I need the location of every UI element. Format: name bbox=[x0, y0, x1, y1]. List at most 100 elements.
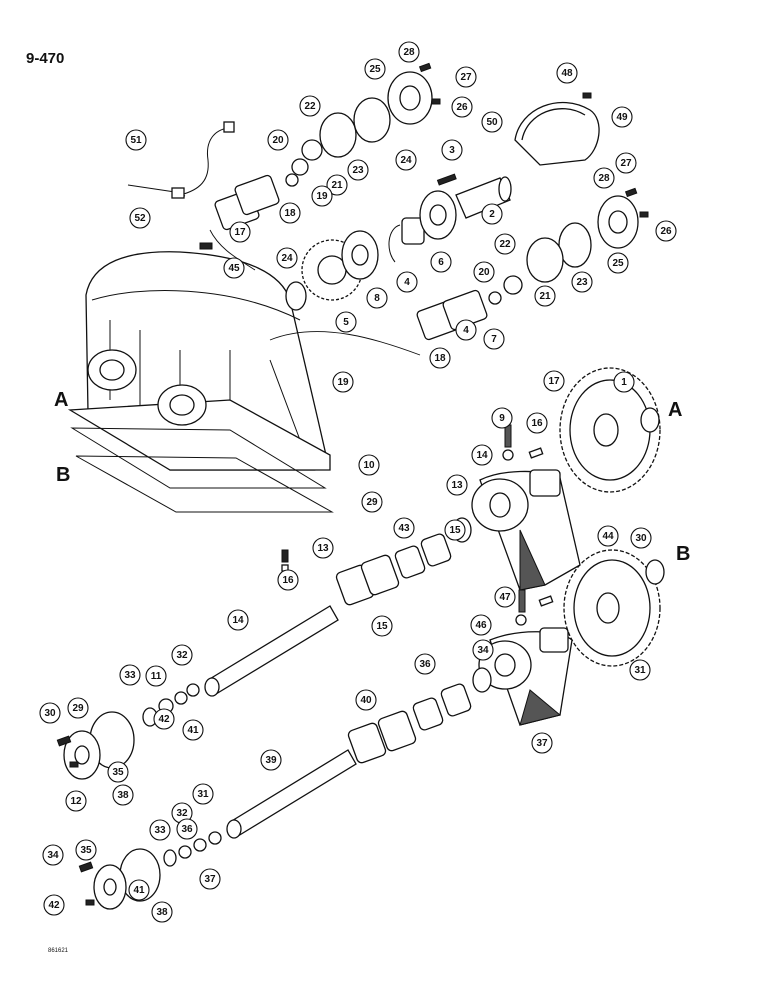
svg-text:28: 28 bbox=[598, 173, 610, 184]
callout-31: 31 bbox=[629, 659, 651, 681]
gear-11 bbox=[563, 549, 661, 667]
svg-text:11: 11 bbox=[151, 671, 162, 682]
svg-text:37: 37 bbox=[204, 874, 216, 885]
callout-39: 39 bbox=[260, 749, 282, 771]
svg-text:8: 8 bbox=[374, 293, 380, 304]
housing bbox=[67, 251, 331, 471]
callout-18: 18 bbox=[429, 347, 451, 369]
svg-text:13: 13 bbox=[451, 480, 463, 491]
svg-text:35: 35 bbox=[112, 767, 124, 778]
callout-24: 24 bbox=[395, 149, 417, 171]
callout-37: 37 bbox=[531, 732, 553, 754]
svg-text:26: 26 bbox=[660, 226, 672, 237]
svg-text:17: 17 bbox=[234, 227, 246, 238]
svg-text:32: 32 bbox=[176, 650, 188, 661]
callout-33: 33 bbox=[149, 819, 171, 841]
callout-52: 52 bbox=[129, 207, 151, 229]
svg-text:30: 30 bbox=[44, 708, 56, 719]
gear-9 bbox=[559, 367, 661, 493]
callout-22: 22 bbox=[299, 95, 321, 117]
callout-4: 4 bbox=[396, 271, 418, 293]
callout-37: 37 bbox=[199, 868, 221, 890]
svg-text:14: 14 bbox=[232, 615, 244, 626]
callout-layer: 2827252648495022242320215131918272817226… bbox=[39, 41, 677, 923]
svg-text:43: 43 bbox=[398, 523, 410, 534]
page-number: 9-470 bbox=[26, 50, 65, 67]
callout-17: 17 bbox=[229, 221, 251, 243]
callout-19: 19 bbox=[311, 185, 333, 207]
callout-23: 23 bbox=[347, 159, 369, 181]
callout-33: 33 bbox=[119, 664, 141, 686]
callout-45: 45 bbox=[223, 257, 245, 279]
svg-text:45: 45 bbox=[228, 263, 240, 274]
svg-text:18: 18 bbox=[434, 353, 446, 364]
callout-38: 38 bbox=[151, 901, 173, 923]
callout-44: 44 bbox=[597, 525, 619, 547]
svg-text:38: 38 bbox=[117, 790, 129, 801]
callout-35: 35 bbox=[107, 761, 129, 783]
svg-text:27: 27 bbox=[620, 158, 632, 169]
svg-text:41: 41 bbox=[133, 885, 145, 896]
callout-38: 38 bbox=[112, 784, 134, 806]
callout-41: 41 bbox=[182, 719, 204, 741]
callout-26: 26 bbox=[655, 220, 677, 242]
callout-43: 43 bbox=[393, 517, 415, 539]
callout-15: 15 bbox=[371, 615, 393, 637]
callout-15: 15 bbox=[444, 519, 466, 541]
svg-text:25: 25 bbox=[612, 258, 624, 269]
svg-text:29: 29 bbox=[72, 703, 84, 714]
callout-4: 4 bbox=[455, 319, 477, 341]
svg-text:18: 18 bbox=[284, 208, 296, 219]
svg-text:35: 35 bbox=[80, 845, 92, 856]
callout-21: 21 bbox=[534, 285, 556, 307]
crank-10 bbox=[471, 469, 581, 591]
callout-36: 36 bbox=[414, 653, 436, 675]
svg-text:37: 37 bbox=[536, 738, 548, 749]
svg-text:7: 7 bbox=[491, 334, 497, 345]
ref-B-right: B bbox=[676, 543, 690, 565]
svg-text:2: 2 bbox=[489, 209, 495, 220]
svg-text:4: 4 bbox=[404, 277, 410, 288]
svg-text:15: 15 bbox=[376, 621, 388, 632]
svg-text:19: 19 bbox=[316, 191, 328, 202]
ref-B-left: B bbox=[56, 464, 70, 486]
snap-ring-16b bbox=[645, 559, 665, 585]
svg-text:44: 44 bbox=[602, 531, 614, 542]
callout-6: 6 bbox=[430, 251, 452, 273]
callout-26: 26 bbox=[451, 96, 473, 118]
callout-47: 47 bbox=[494, 586, 516, 608]
callout-16: 16 bbox=[526, 412, 548, 434]
callout-20: 20 bbox=[473, 261, 495, 283]
svg-text:21: 21 bbox=[539, 291, 551, 302]
svg-text:5: 5 bbox=[343, 317, 349, 328]
svg-text:41: 41 bbox=[187, 725, 199, 736]
crank-12 bbox=[478, 627, 573, 726]
callout-27: 27 bbox=[615, 152, 637, 174]
callout-20: 20 bbox=[267, 129, 289, 151]
callout-50: 50 bbox=[481, 111, 503, 133]
svg-text:33: 33 bbox=[124, 670, 136, 681]
snap-ring-16a bbox=[640, 407, 660, 433]
callout-19: 19 bbox=[332, 371, 354, 393]
svg-text:28: 28 bbox=[403, 47, 415, 58]
ref-A-right: A bbox=[668, 399, 682, 421]
svg-text:38: 38 bbox=[156, 907, 168, 918]
svg-text:27: 27 bbox=[460, 72, 472, 83]
svg-text:40: 40 bbox=[360, 695, 372, 706]
svg-text:26: 26 bbox=[456, 102, 468, 113]
svg-text:39: 39 bbox=[265, 755, 277, 766]
svg-text:21: 21 bbox=[331, 180, 343, 191]
lower-shaft-2 bbox=[93, 667, 492, 910]
svg-text:32: 32 bbox=[176, 808, 188, 819]
callout-46: 46 bbox=[470, 614, 492, 636]
svg-text:50: 50 bbox=[486, 117, 498, 128]
callout-27: 27 bbox=[455, 66, 477, 88]
callout-10: 10 bbox=[358, 454, 380, 476]
callout-35: 35 bbox=[75, 839, 97, 861]
callout-18: 18 bbox=[279, 202, 301, 224]
callout-14: 14 bbox=[227, 609, 249, 631]
callout-41: 41 bbox=[128, 879, 150, 901]
svg-text:29: 29 bbox=[366, 497, 378, 508]
callout-8: 8 bbox=[366, 287, 388, 309]
callout-30: 30 bbox=[39, 702, 61, 724]
